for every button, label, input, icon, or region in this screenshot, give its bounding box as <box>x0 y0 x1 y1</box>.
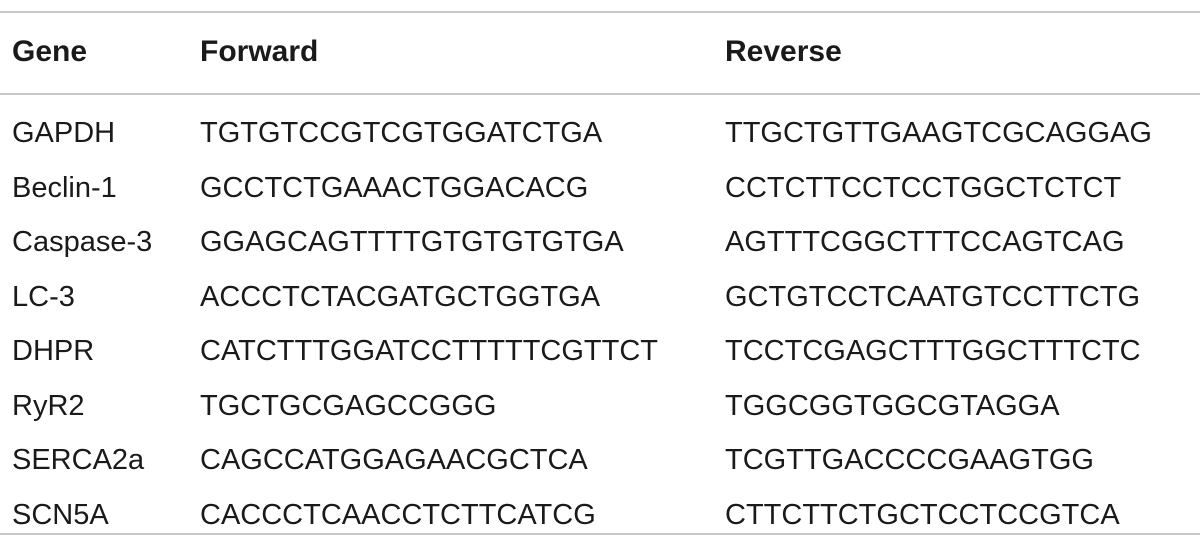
gene-name: Beclin-1 <box>12 166 117 210</box>
reverse-primer: TCCTCGAGCTTTGGCTTTCTC <box>725 329 1141 373</box>
table-row: Beclin-1 GCCTCTGAAACTGGACACG CCTCTTCCTCC… <box>0 166 1200 221</box>
reverse-primer: TCGTTGACCCCGAAGTGG <box>725 438 1094 482</box>
header-reverse: Reverse <box>725 32 842 72</box>
forward-primer: GCCTCTGAAACTGGACACG <box>200 166 588 210</box>
gene-name: GAPDH <box>12 111 115 155</box>
table-row: Caspase-3 GGAGCAGTTTTGTGTGTGTGA AGTTTCGG… <box>0 220 1200 275</box>
gene-name: SCN5A <box>12 493 109 537</box>
table-row: SERCA2a CAGCCATGGAGAACGCTCA TCGTTGACCCCG… <box>0 438 1200 493</box>
gene-name: LC-3 <box>12 275 75 319</box>
header-gene: Gene <box>12 32 87 72</box>
reverse-primer: CCTCTTCCTCCTGGCTCTCT <box>725 166 1121 210</box>
forward-primer: CATCTTTGGATCCTTTTTCGTTCT <box>200 329 658 373</box>
reverse-primer: CTTCTTCTGCTCCTCCGTCA <box>725 493 1120 537</box>
forward-primer: CAGCCATGGAGAACGCTCA <box>200 438 588 482</box>
table-row: GAPDH TGTGTCCGTCGTGGATCTGA TTGCTGTTGAAGT… <box>0 111 1200 166</box>
table-header-row: Gene Forward Reverse <box>0 32 1200 72</box>
table-row: RyR2 TGCTGCGAGCCGGG TGGCGGTGGCGTAGGA <box>0 384 1200 439</box>
forward-primer: GGAGCAGTTTTGTGTGTGTGA <box>200 220 624 264</box>
reverse-primer: TTGCTGTTGAAGTCGCAGGAG <box>725 111 1152 155</box>
reverse-primer: GCTGTCCTCAATGTCCTTCTG <box>725 275 1140 319</box>
gene-name: SERCA2a <box>12 438 144 482</box>
table-row: LC-3 ACCCTCTACGATGCTGGTGA GCTGTCCTCAATGT… <box>0 275 1200 330</box>
table-row: SCN5A CACCCTCAACCTCTTCATCG CTTCTTCTGCTCC… <box>0 493 1200 547</box>
header-forward: Forward <box>200 32 318 72</box>
forward-primer: ACCCTCTACGATGCTGGTGA <box>200 275 600 319</box>
forward-primer: TGTGTCCGTCGTGGATCTGA <box>200 111 602 155</box>
table-top-rule <box>0 11 1200 13</box>
table-body: GAPDH TGTGTCCGTCGTGGATCTGA TTGCTGTTGAAGT… <box>0 111 1200 547</box>
gene-name: DHPR <box>12 329 94 373</box>
table-bottom-rule <box>0 533 1200 535</box>
table-row: DHPR CATCTTTGGATCCTTTTTCGTTCT TCCTCGAGCT… <box>0 329 1200 384</box>
forward-primer: TGCTGCGAGCCGGG <box>200 384 496 428</box>
gene-name: Caspase-3 <box>12 220 152 264</box>
forward-primer: CACCCTCAACCTCTTCATCG <box>200 493 596 537</box>
table-header-rule <box>0 93 1200 95</box>
reverse-primer: AGTTTCGGCTTTCCAGTCAG <box>725 220 1125 264</box>
gene-name: RyR2 <box>12 384 85 428</box>
reverse-primer: TGGCGGTGGCGTAGGA <box>725 384 1060 428</box>
